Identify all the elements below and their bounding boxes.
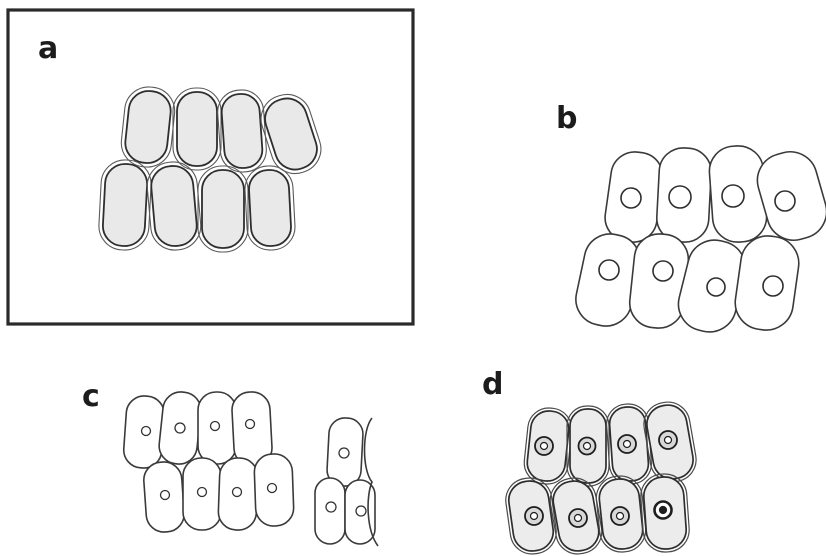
nucleus: [653, 261, 673, 281]
cell: [145, 160, 202, 252]
cell: [315, 478, 345, 544]
nucleolus: [624, 441, 631, 448]
cell: [198, 392, 236, 464]
cell: [326, 417, 364, 487]
nucleolus: [617, 513, 624, 520]
panel-c: c: [82, 379, 378, 546]
panel-d-cells: [503, 399, 700, 556]
nucleus: [722, 185, 744, 207]
cell: [198, 166, 248, 252]
panel-b: b: [556, 101, 826, 338]
cell: [216, 88, 268, 173]
panel-b-label: b: [556, 101, 577, 136]
cell: [567, 406, 609, 486]
nucleus: [175, 423, 185, 433]
cell: [244, 165, 296, 251]
nucleus: [268, 484, 277, 493]
cell: [602, 149, 666, 245]
cell: [503, 475, 559, 556]
cell: [173, 88, 221, 170]
cell: [639, 472, 690, 553]
cell: [143, 461, 186, 533]
cell: [656, 147, 713, 244]
nucleus: [599, 260, 619, 280]
nucleus: [669, 186, 691, 208]
cell: [119, 85, 177, 170]
panel-a: a: [8, 10, 413, 324]
panel-c-label: c: [82, 379, 100, 414]
panel-b-cells: [571, 144, 826, 337]
cell: [732, 232, 803, 333]
nucleus: [211, 422, 220, 431]
cell: [254, 453, 294, 526]
cell: [98, 159, 153, 251]
cell: [345, 480, 375, 544]
nucleus: [775, 191, 795, 211]
panel-a-cells: [98, 85, 327, 252]
panel-c-cells-group-side: [315, 417, 378, 546]
nucleolus: [665, 437, 672, 444]
panel-c-cells-group-main: [123, 390, 295, 533]
nucleus: [707, 278, 725, 296]
cell: [218, 457, 258, 530]
nucleus: [161, 491, 170, 500]
cell: [522, 406, 574, 486]
nucleolus: [660, 507, 667, 514]
cell: [123, 395, 166, 469]
nucleus: [326, 502, 336, 512]
nucleolus: [541, 443, 548, 450]
nucleus: [621, 188, 641, 208]
panel-d-label: d: [482, 367, 503, 402]
nucleus: [763, 276, 783, 296]
nucleolus: [575, 515, 582, 522]
nucleolus: [531, 513, 538, 520]
cell: [183, 458, 221, 530]
cell: [547, 475, 605, 556]
cell: [157, 390, 202, 466]
nucleolus: [584, 443, 591, 450]
nucleus: [198, 488, 207, 497]
panel-a-label: a: [38, 31, 58, 66]
nucleus: [246, 420, 255, 429]
nucleus: [339, 448, 349, 458]
nucleus: [356, 506, 366, 516]
cell: [708, 144, 769, 244]
nucleus: [142, 427, 151, 436]
nucleus: [233, 488, 242, 497]
panel-d: d: [482, 367, 700, 556]
cell: [594, 474, 648, 554]
